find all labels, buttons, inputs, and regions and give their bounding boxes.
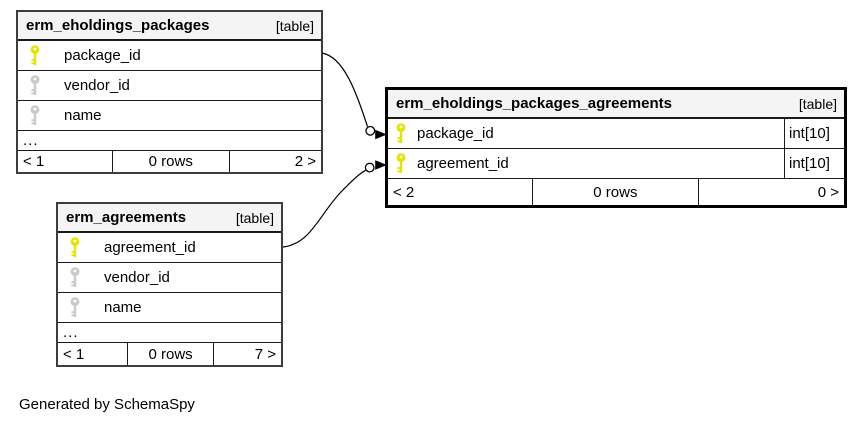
table-node-erm-agreements[interactable]: erm_agreements [table] agreement_id vend…	[56, 202, 283, 367]
column-name: vendor_id	[104, 269, 170, 286]
primary-key-icon	[396, 123, 406, 143]
hidden-columns-ellipsis: ...	[58, 323, 281, 343]
index-key-icon	[70, 267, 80, 287]
table-node-erm-eholdings-packages-agreements[interactable]: erm_eholdings_packages_agreements [table…	[385, 87, 847, 208]
table-type-badge: [table]	[798, 95, 837, 112]
column-row-name: name	[18, 101, 321, 131]
row-count: 0 rows	[531, 179, 698, 205]
column-row-name: name	[58, 293, 281, 323]
table-node-erm-eholdings-packages[interactable]: erm_eholdings_packages [table] package_i…	[16, 10, 323, 174]
table-footer: < 1 0 rows 7 >	[58, 343, 281, 365]
column-name: name	[64, 107, 102, 124]
column-type: int[10]	[784, 119, 844, 148]
column-type: int[10]	[784, 149, 844, 178]
column-row-agreement-id: agreement_id	[58, 233, 281, 263]
column-name: agreement_id	[104, 239, 196, 256]
column-name: vendor_id	[64, 77, 130, 94]
parent-count: < 1	[63, 345, 85, 363]
table-header[interactable]: erm_eholdings_packages_agreements [table…	[388, 90, 844, 119]
table-footer: < 1 0 rows 2 >	[18, 151, 321, 172]
column-row-vendor-id: vendor_id	[58, 263, 281, 293]
children-count: 7 >	[213, 343, 281, 365]
primary-key-icon	[30, 45, 40, 65]
table-title[interactable]: erm_eholdings_packages	[26, 17, 210, 34]
column-name: name	[104, 299, 142, 316]
table-header[interactable]: erm_agreements [table]	[58, 204, 281, 233]
index-key-icon	[30, 105, 40, 125]
relationship-dot-packages	[365, 125, 376, 136]
column-row-package-id: package_id	[18, 41, 321, 71]
table-type-badge: [table]	[275, 17, 314, 34]
hidden-columns-ellipsis: ...	[18, 131, 321, 151]
children-count: 0 >	[698, 179, 844, 205]
parent-count: < 2	[393, 183, 415, 201]
children-count: 2 >	[228, 151, 321, 172]
row-count: 0 rows	[111, 151, 229, 172]
relationship-line-agreements-to-junction	[282, 169, 366, 248]
parent-count: < 1	[23, 153, 45, 170]
column-name: package_id	[64, 47, 141, 64]
table-header[interactable]: erm_eholdings_packages [table]	[18, 12, 321, 41]
table-type-badge: [table]	[235, 209, 274, 226]
table-title[interactable]: erm_eholdings_packages_agreements	[396, 95, 672, 112]
row-count: 0 rows	[127, 343, 213, 365]
generator-credit: Generated by SchemaSpy	[19, 396, 195, 413]
column-row-vendor-id: vendor_id	[18, 71, 321, 101]
relationship-dot-agreements	[364, 162, 375, 173]
table-footer: < 2 0 rows 0 >	[388, 179, 844, 205]
relationship-line-packages-to-junction	[321, 52, 369, 127]
column-row-agreement-id: agreement_id int[10]	[388, 149, 844, 179]
column-name: package_id	[417, 125, 494, 142]
index-key-icon	[30, 75, 40, 95]
table-title[interactable]: erm_agreements	[66, 209, 187, 226]
column-row-package-id: package_id int[10]	[388, 119, 844, 149]
column-name: agreement_id	[417, 155, 509, 172]
primary-key-icon	[396, 153, 406, 173]
index-key-icon	[70, 297, 80, 317]
primary-key-icon	[70, 237, 80, 257]
